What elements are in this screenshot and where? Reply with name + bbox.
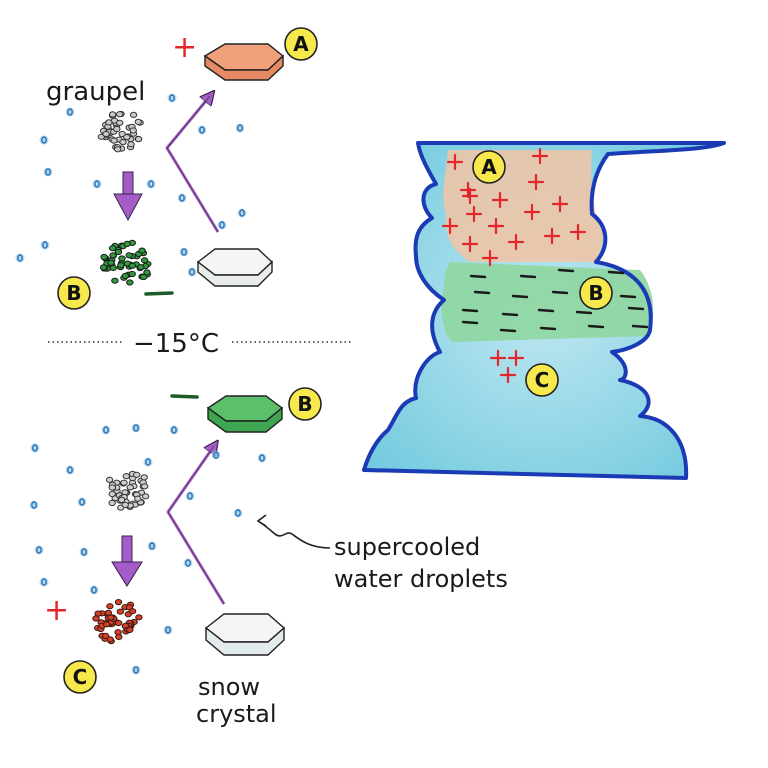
upper-panel: graupel + A B xyxy=(15,27,318,310)
graupel-pellet-top xyxy=(97,110,144,153)
snow-crystal-label-line2: crystal xyxy=(196,700,277,728)
lower-panel: B + C snow crystal xyxy=(29,387,508,728)
snow-crystal xyxy=(204,613,286,656)
cloud-badge-a: A xyxy=(472,150,506,184)
temperature-label: −15°C xyxy=(133,329,219,359)
arrow-down-top xyxy=(113,171,143,222)
svg-text:A: A xyxy=(293,32,309,56)
droplets-lower xyxy=(29,423,267,675)
graupel-pellet-b-top xyxy=(99,239,152,286)
cloud-negative-charges xyxy=(461,268,649,333)
graupel-pellet-lower xyxy=(105,470,150,511)
arrow-up-lower xyxy=(166,446,226,605)
cloud-positive-charges-top xyxy=(441,147,587,267)
svg-text:C: C xyxy=(535,368,550,392)
graupel-label: graupel xyxy=(46,77,145,107)
badge-c-lower: C xyxy=(63,660,97,694)
cloud-badge-c: C xyxy=(525,363,559,397)
droplets-upper xyxy=(15,93,247,277)
svg-text:B: B xyxy=(588,281,603,305)
svg-text:B: B xyxy=(297,392,312,416)
supercooled-label-line1: supercooled xyxy=(334,533,480,561)
badge-b-top: B xyxy=(57,276,91,310)
thunderstorm-cloud: A B C xyxy=(362,141,726,480)
cloud-positive-zone-top xyxy=(443,150,604,262)
badge-a-top: A xyxy=(284,27,318,61)
ice-crystal-top-white xyxy=(196,248,274,287)
svg-text:B: B xyxy=(66,281,81,305)
ice-crystal-b xyxy=(206,395,284,433)
positive-sign-graupel-c: + xyxy=(44,593,69,628)
temperature-divider: −15°C xyxy=(48,329,352,359)
cloud-outline xyxy=(362,141,726,480)
supercooled-pointer xyxy=(256,514,331,549)
svg-text:A: A xyxy=(481,155,497,179)
arrow-up-top xyxy=(165,96,220,233)
negative-sign-graupel xyxy=(144,291,174,296)
positive-sign-crystal-a: + xyxy=(172,30,197,65)
cloud-badge-b: B xyxy=(579,276,613,310)
graupel-pellet-c xyxy=(92,599,143,645)
svg-text:C: C xyxy=(73,665,88,689)
arrow-down-lower xyxy=(111,535,143,587)
snow-crystal-label-line1: snow xyxy=(198,673,260,701)
cloud-positive-charges-bottom xyxy=(489,349,525,384)
badge-b-lower: B xyxy=(288,387,322,421)
negative-sign-crystal-b xyxy=(170,394,199,399)
supercooled-label-line2: water droplets xyxy=(334,565,508,593)
ice-crystal-a xyxy=(203,43,285,81)
